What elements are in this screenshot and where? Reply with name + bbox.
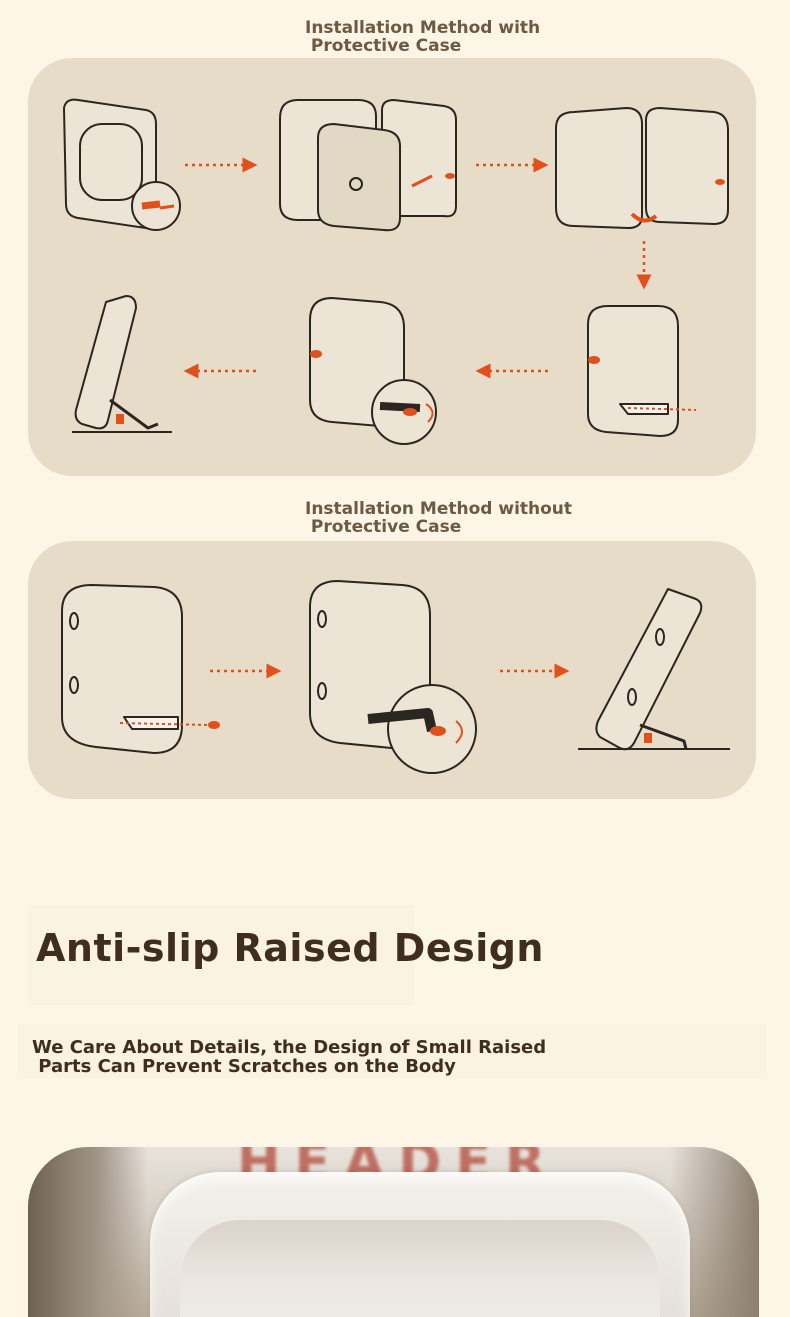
step-device-standing-icon — [578, 588, 730, 751]
product-photo: HEADER PLAY — [28, 1147, 759, 1317]
installation-steps-no-case-illustration — [61, 580, 730, 774]
device-image — [150, 1172, 690, 1317]
step-rotate-lock-icon — [309, 297, 437, 445]
feature-description: We Care About Details, the Design of Sma… — [32, 1037, 547, 1077]
step-closed-case-icon — [63, 98, 181, 231]
step-lock-stand-icon — [309, 580, 477, 774]
installation-steps-illustration — [63, 98, 729, 445]
heading-background — [28, 905, 414, 1005]
section-title-without-case: Installation Method without Protective C… — [305, 499, 573, 537]
description-background — [18, 1024, 766, 1078]
step-stand-upright-icon — [72, 295, 172, 433]
feature-heading: Anti-slip Raised Design — [36, 926, 544, 970]
step-open-case-icon — [555, 107, 729, 229]
step-attach-stand-icon — [587, 305, 697, 437]
step-device-back-icon — [61, 584, 220, 754]
installation-panel-without-case — [28, 541, 756, 799]
section-title-with-case: Installation Method with Protective Case — [305, 18, 541, 56]
step-insert-device-icon — [279, 99, 457, 232]
installation-panel-with-case — [28, 58, 756, 476]
